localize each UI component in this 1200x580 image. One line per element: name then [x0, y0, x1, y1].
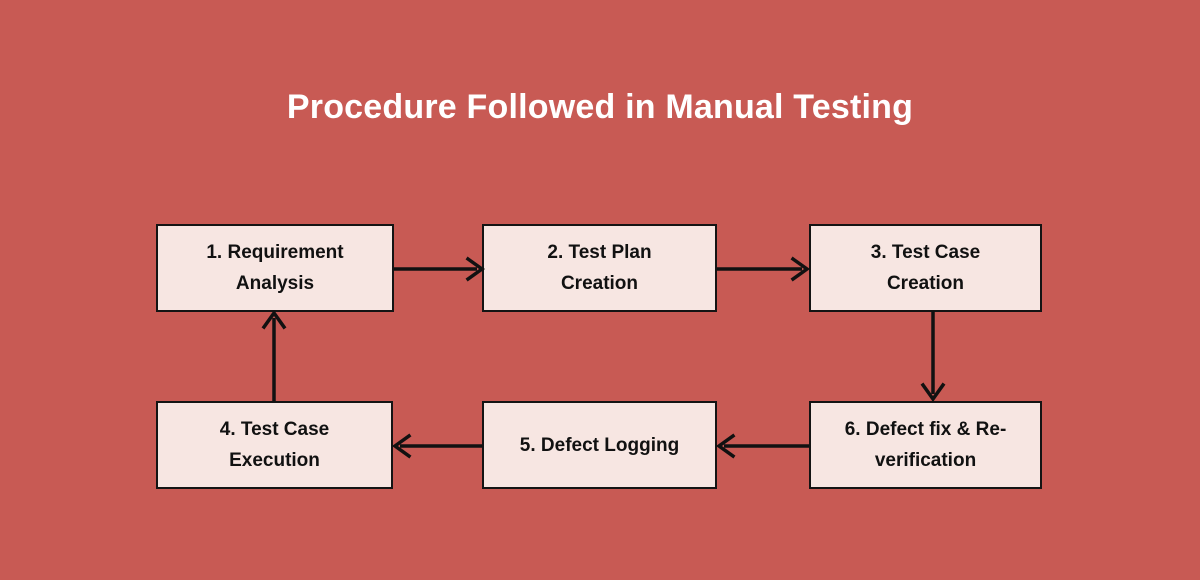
page-title: Procedure Followed in Manual Testing: [286, 88, 914, 126]
arrow-right-icon-1-to-2: [394, 256, 486, 282]
flow-node-label-line2: verification: [874, 450, 977, 471]
flow-node-defect-logging[interactable]: 5. Defect Logging: [482, 401, 717, 489]
flow-node-defect-fix-reverification[interactable]: 6. Defect fix & Re-verification: [809, 401, 1042, 489]
flow-node-label-line1: 3. Test Case: [870, 242, 981, 263]
flow-node-label-line1: 6. Defect fix & Re-: [844, 419, 1007, 440]
flow-node-label-line1: 4. Test Case: [219, 419, 330, 440]
flow-node-label-line2: Analysis: [235, 273, 315, 294]
flow-node-label-line1: 2. Test Plan: [547, 242, 652, 263]
flow-node-label-line2: Execution: [229, 450, 320, 471]
arrow-left-icon-5-to-4: [391, 433, 483, 459]
flow-node-label-line2: Creation: [886, 273, 965, 294]
flow-node-label: 6. Defect fix & Re-verification: [821, 414, 1030, 476]
arrow-up-icon-4-to-1: [261, 309, 287, 401]
flow-node-label-line2: Creation: [560, 273, 639, 294]
arrow-right-icon-2-to-3: [717, 256, 811, 282]
arrow-down-icon-3-to-6: [920, 311, 946, 403]
flow-node-label: 5. Defect Logging: [519, 434, 680, 456]
arrow-left-icon-6-to-5: [715, 433, 809, 459]
flow-node-label-line1: 1. Requirement: [206, 242, 344, 263]
